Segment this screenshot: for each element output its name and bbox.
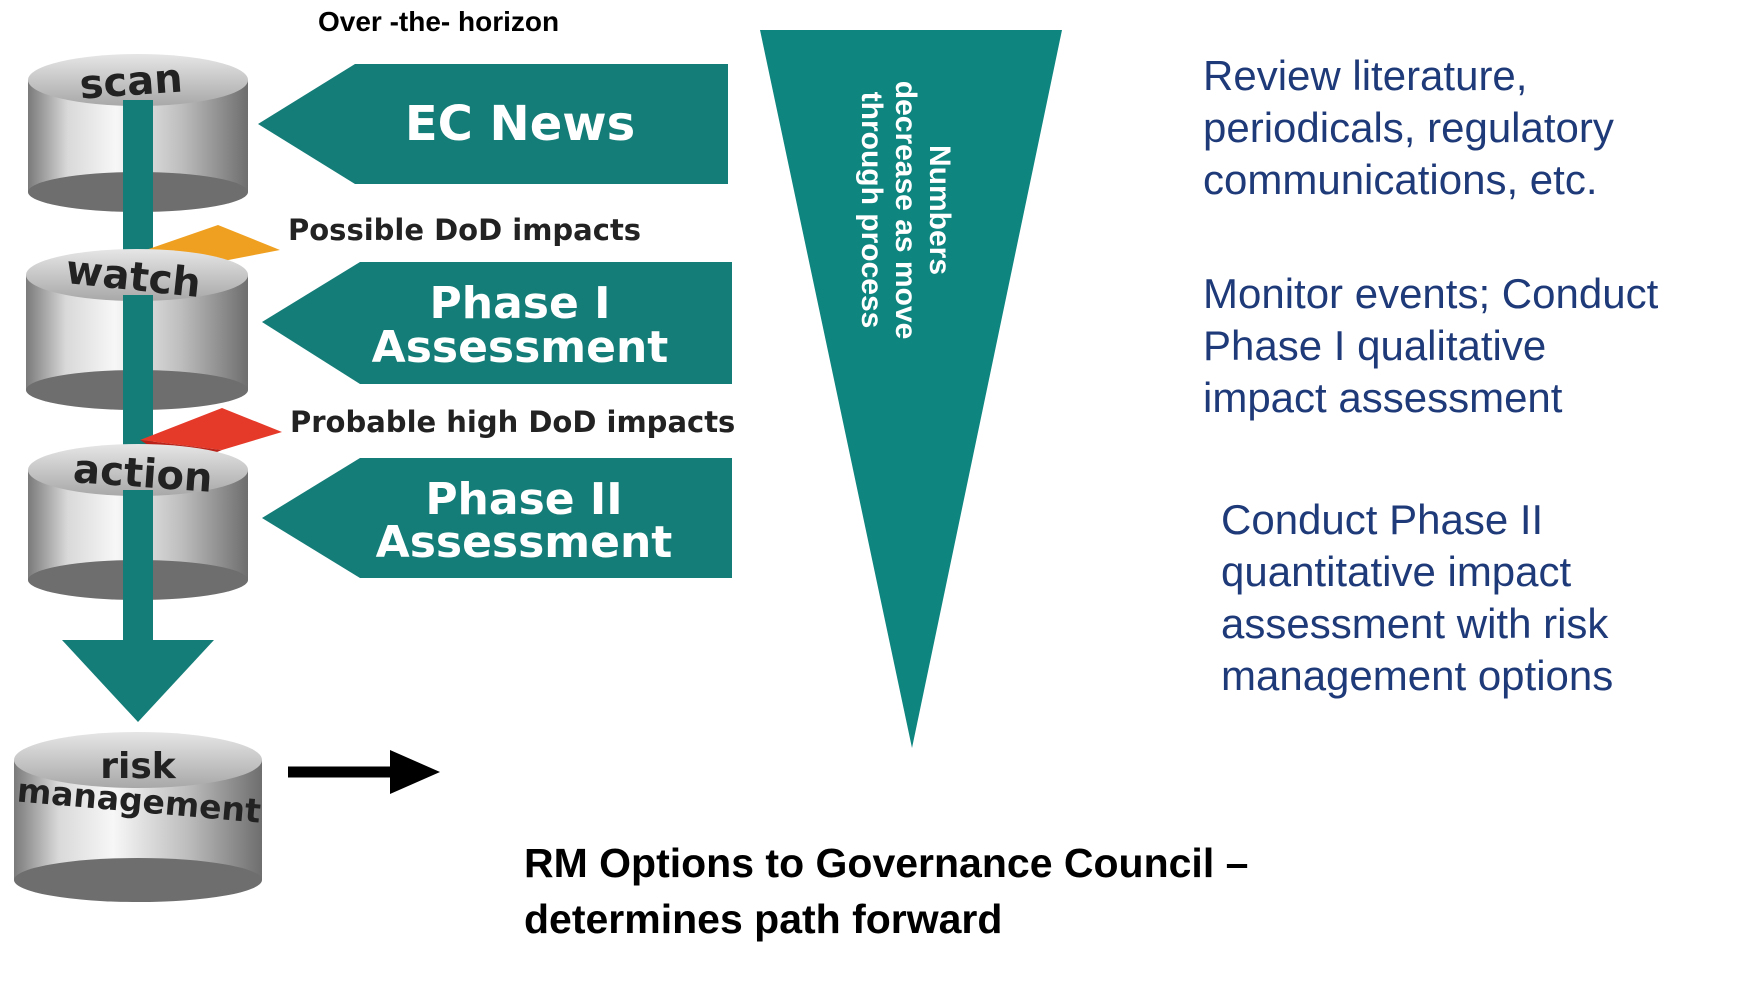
watch-description-line: Phase I qualitative — [1203, 322, 1547, 369]
banner-phase-1-line-2: Assessment — [372, 322, 669, 373]
over-the-horizon-label: Over -the- horizon — [318, 6, 560, 37]
action-description-line: assessment with risk — [1221, 600, 1609, 647]
action-cylinder — [28, 444, 248, 640]
funnel-line-1: Numbers — [923, 145, 956, 275]
watch-cylinder — [26, 249, 248, 420]
flow-arrow-head — [62, 640, 214, 722]
transition-label-possible: Possible DoD impacts — [288, 213, 641, 247]
banner-phase-1 — [262, 262, 732, 384]
rm-options-line: determines path forward — [524, 896, 1003, 942]
watch-description-line: Monitor events; Conduct — [1203, 270, 1659, 317]
rm-options-note: RM Options to Governance Council – deter… — [524, 835, 1424, 947]
action-description: Conduct Phase II quantitative impact ass… — [1221, 494, 1721, 702]
funnel-line-2: decrease as move — [889, 81, 922, 340]
watch-description: Monitor events; Conduct Phase I qualitat… — [1203, 268, 1741, 424]
transition-label-probable: Probable high DoD impacts — [290, 405, 735, 439]
banner-ec-news — [258, 64, 728, 184]
funnel-line-3: through process — [855, 92, 888, 329]
rm-arrow-head — [390, 750, 440, 794]
funnel-triangle — [760, 30, 1062, 748]
action-description-line: Conduct Phase II — [1221, 496, 1544, 543]
scan-cylinder — [28, 54, 248, 220]
risk-management-cylinder — [14, 732, 262, 902]
banner-phase-2-line-2: Assessment — [376, 517, 673, 568]
scan-description: Review literature, periodicals, regulato… — [1203, 50, 1723, 206]
banner-phase-2 — [262, 458, 732, 578]
stage-label-scan: scan — [78, 55, 184, 108]
banner-phase-1-line-1: Phase I — [430, 278, 611, 329]
scan-description-line: communications, etc. — [1203, 156, 1598, 203]
stage-label-action: action — [72, 446, 214, 502]
scan-description-line: Review literature, — [1203, 52, 1528, 99]
stage-label-risk: risk — [100, 746, 177, 787]
action-description-line: quantitative impact — [1221, 548, 1572, 595]
watch-description-line: impact assessment — [1203, 374, 1563, 421]
banner-ec-news-label: EC News — [405, 96, 635, 152]
rm-options-line: RM Options to Governance Council – — [524, 840, 1249, 886]
scan-description-line: periodicals, regulatory — [1203, 104, 1614, 151]
banner-phase-2-line-1: Phase II — [425, 474, 622, 525]
action-description-line: management options — [1221, 652, 1614, 699]
